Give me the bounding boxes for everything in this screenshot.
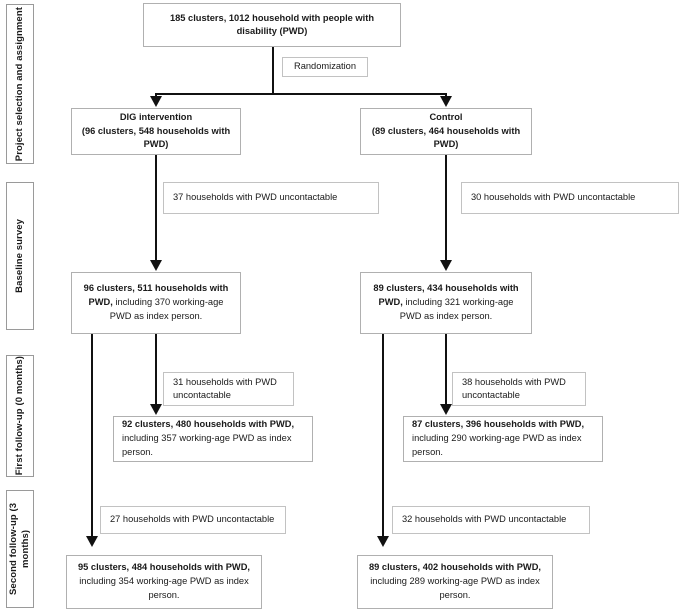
note-intervention-baseline-loss: 37 households with PWD uncontactable (163, 182, 379, 214)
connector-control-to-baseline (445, 155, 447, 265)
note-control-followup2-loss: 32 households with PWD uncontactable (392, 506, 590, 534)
note-text: 37 households with PWD uncontactable (173, 192, 338, 203)
result-text: 96 clusters, 511 households with PWD, in… (83, 283, 229, 321)
stage-label-project-selection: Project selection and assignment (6, 4, 34, 164)
stage-label-first-followup: First follow-up (0 months) (6, 355, 34, 477)
randomization-label: Randomization (293, 61, 356, 72)
connector-control-to-followup2 (382, 334, 384, 540)
result-box-intervention-followup2: 95 clusters, 484 households with PWD, in… (66, 555, 262, 609)
arrowhead-intervention-followup2 (86, 536, 98, 547)
connector-intervention-to-followup1 (155, 334, 157, 408)
arrowhead-intervention-baseline (150, 260, 162, 271)
arm-intervention-text: DIG intervention(96 clusters, 548 househ… (81, 112, 231, 150)
enrollment-box: 185 clusters, 1012 household with people… (143, 3, 401, 47)
note-text: 31 households with PWD uncontactable (173, 376, 277, 400)
result-box-control-followup2: 89 clusters, 402 households with PWD, in… (357, 555, 553, 609)
result-box-control-followup1: 87 clusters, 396 households with PWD, in… (403, 416, 603, 462)
result-text: 87 clusters, 396 households with PWD, in… (412, 419, 585, 457)
arrowhead-control-followup1 (440, 404, 452, 415)
arm-box-control: Control(89 clusters, 464 households with… (360, 108, 532, 155)
stage-label-text: Second follow-up (3 months) (8, 502, 31, 596)
connector-intervention-to-baseline (155, 155, 157, 265)
connector-enrollment-stem (272, 47, 274, 94)
note-text: 38 households with PWD uncontactable (462, 376, 566, 400)
note-text: 27 households with PWD uncontactable (110, 514, 275, 525)
randomization-label-box: Randomization (282, 57, 368, 77)
arm-box-intervention: DIG intervention(96 clusters, 548 househ… (71, 108, 241, 155)
connector-control-to-followup1 (445, 334, 447, 408)
note-text: 30 households with PWD uncontactable (471, 192, 636, 203)
result-text: 89 clusters, 402 households with PWD, in… (368, 562, 542, 600)
result-box-intervention-baseline: 96 clusters, 511 households with PWD, in… (71, 272, 241, 334)
stage-label-text: Project selection and assignment (14, 6, 26, 162)
connector-split-bar (155, 93, 447, 95)
stage-label-text: Baseline survey (14, 219, 26, 293)
note-text: 32 households with PWD uncontactable (402, 514, 567, 525)
result-box-control-baseline: 89 clusters, 434 households with PWD, in… (360, 272, 532, 334)
arrowhead-control-baseline (440, 260, 452, 271)
stage-label-baseline-survey: Baseline survey (6, 182, 34, 330)
result-text: 92 clusters, 480 households with PWD, in… (122, 419, 295, 457)
stage-label-second-followup: Second follow-up (3 months) (6, 490, 34, 608)
arrowhead-control-followup2 (377, 536, 389, 547)
result-box-intervention-followup1: 92 clusters, 480 households with PWD, in… (113, 416, 313, 462)
arrowhead-intervention-followup1 (150, 404, 162, 415)
arrowhead-to-intervention (150, 96, 162, 107)
result-text: 95 clusters, 484 households with PWD, in… (77, 562, 251, 600)
enrollment-title: 185 clusters, 1012 household with people… (169, 12, 375, 36)
connector-intervention-to-followup2 (91, 334, 93, 540)
arm-control-text: Control(89 clusters, 464 households with… (371, 112, 521, 150)
note-control-baseline-loss: 30 households with PWD uncontactable (461, 182, 679, 214)
note-control-followup1-loss: 38 households with PWD uncontactable (452, 372, 586, 406)
arrowhead-to-control (440, 96, 452, 107)
result-text: 89 clusters, 434 households with PWD, in… (373, 283, 519, 321)
note-intervention-followup1-loss: 31 households with PWD uncontactable (163, 372, 294, 406)
note-intervention-followup2-loss: 27 households with PWD uncontactable (100, 506, 286, 534)
stage-label-text: First follow-up (0 months) (14, 356, 26, 476)
